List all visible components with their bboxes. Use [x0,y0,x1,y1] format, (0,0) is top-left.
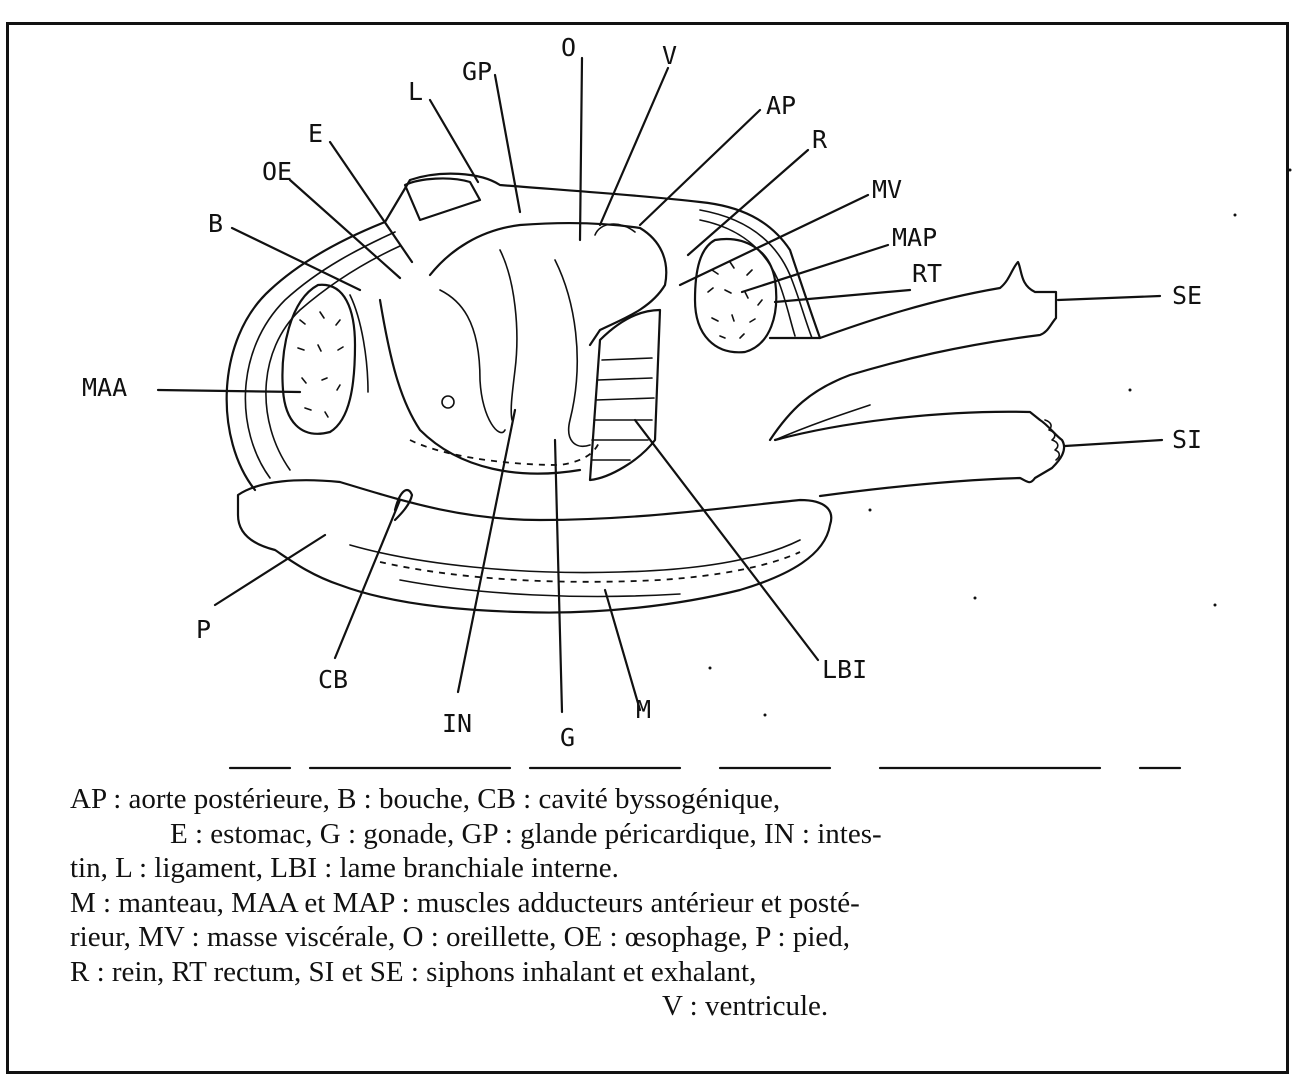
caption-line: AP : aorte postérieure, B : bouche, CB :… [70,782,1210,817]
leader-L [430,100,478,182]
leader-GP [495,75,520,212]
label-MV: MV [872,175,902,204]
shell-outline [227,174,820,490]
caption-line: tin, L : ligament, LBI : lame branchiale… [70,851,1210,886]
leader-O [580,58,582,240]
leader-SE [1058,296,1160,300]
anterior-adductor [282,285,368,434]
leader-MAP [742,245,888,292]
caption-line: M : manteau, MAA et MAP : muscles adduct… [70,886,1210,921]
label-MAA: MAA [82,373,127,402]
label-V: V [662,41,677,70]
caption-line: E : estomac, G : gonade, GP : glande pér… [70,817,1210,852]
leader-RT [775,290,910,302]
label-SI: SI [1172,425,1202,454]
gill-lamella [590,310,660,480]
leader-MAA [158,390,300,392]
figure-caption: AP : aorte postérieure, B : bouche, CB :… [70,782,1210,1024]
label-GP: GP [462,57,492,86]
leader-G [555,440,562,712]
leader-lines [158,58,1162,712]
label-E: E [308,119,323,148]
siphons [770,262,1064,496]
posterior-adductor [695,239,776,352]
caption-line: V : ventricule. [70,989,1210,1024]
scan-dots [709,169,1292,717]
label-B: B [208,209,223,238]
leader-CB [335,500,400,658]
label-AP: AP [766,91,796,120]
label-SE: SE [1172,281,1202,310]
label-P: P [196,615,211,644]
visceral-mass [380,223,666,474]
label-R: R [812,125,828,154]
label-MAP: MAP [892,223,937,252]
leader-LBI [635,420,818,660]
labels: O V GP L AP E R OE MV B MAP RT SE MAA SI… [82,33,1202,752]
leader-V [600,68,668,225]
label-RT: RT [912,259,942,288]
foot-and-mantle [238,480,831,612]
caption-line: R : rein, RT rectum, SI et SE : siphons … [70,955,1210,990]
label-G: G [560,723,575,752]
label-IN: IN [442,709,472,738]
leader-IN [458,410,515,692]
leader-SI [1065,440,1162,446]
caption-line: rieur, MV : masse viscérale, O : oreille… [70,920,1210,955]
label-OE: OE [262,157,292,186]
label-CB: CB [318,665,348,694]
label-LBI: LBI [822,655,867,684]
label-O: O [561,33,576,62]
label-M: M [636,695,651,724]
label-L: L [408,77,423,106]
